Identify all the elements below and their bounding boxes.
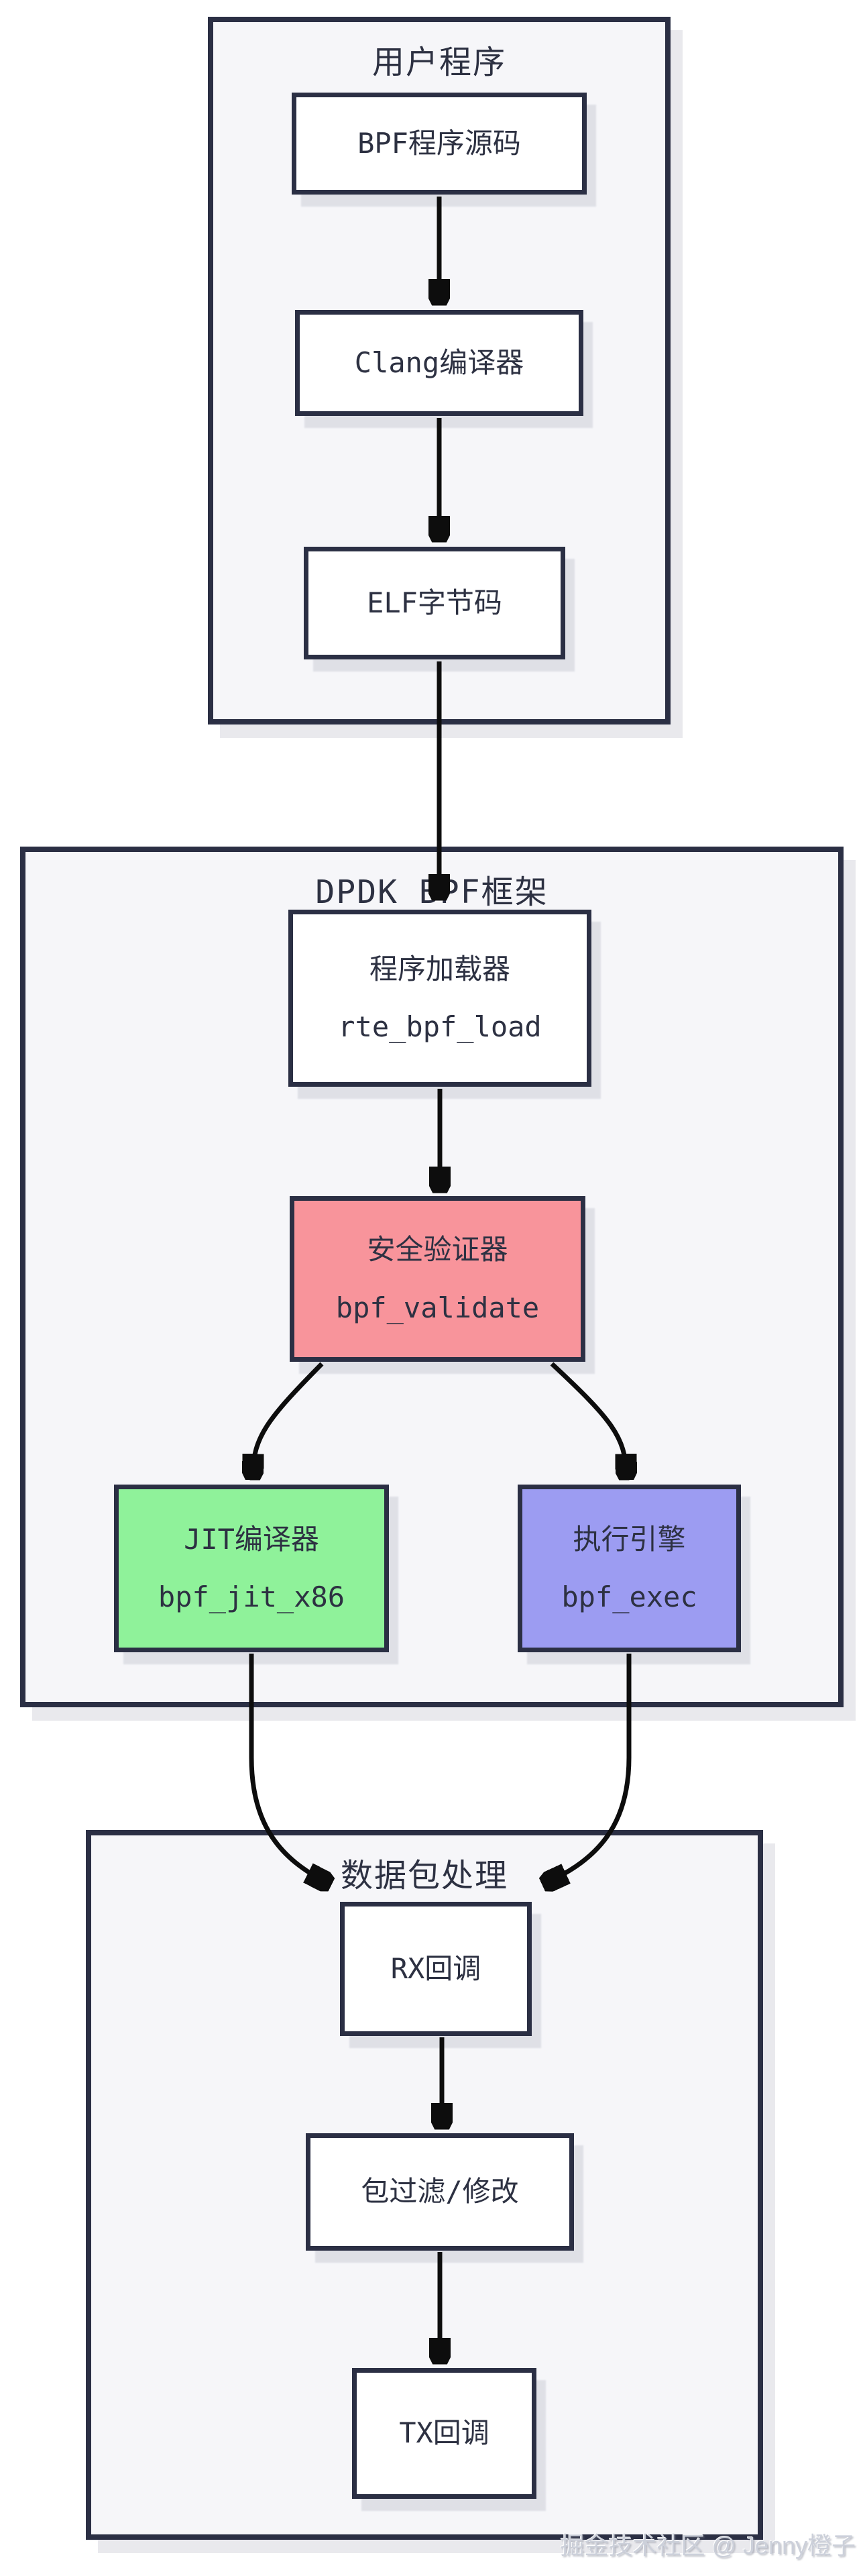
node-rx-callback: RX回调 (340, 1902, 532, 2036)
node-jit-compiler: JIT编译器 bpf_jit_x86 (114, 1485, 389, 1652)
section-title-dpdk-framework: DPDK BPF框架 (315, 873, 549, 911)
node-exec-engine-label: 执行引擎 (573, 1522, 686, 1556)
node-exec-engine-function: bpf_exec (561, 1580, 697, 1613)
node-bpf-source-label: BPF程序源码 (357, 126, 521, 160)
node-clang-compiler: Clang编译器 (295, 310, 583, 416)
node-tx-callback: TX回调 (352, 2368, 536, 2499)
node-security-validator: 安全验证器 bpf_validate (290, 1196, 585, 1362)
node-security-validator-label: 安全验证器 (367, 1233, 508, 1267)
section-title-packet-processing: 数据包处理 (340, 1857, 508, 1894)
node-jit-compiler-function: bpf_jit_x86 (158, 1580, 345, 1613)
node-tx-callback-label: TX回调 (399, 2416, 489, 2450)
node-jit-compiler-label: JIT编译器 (184, 1522, 319, 1556)
node-packet-filter: 包过滤/修改 (306, 2133, 574, 2251)
node-rx-callback-label: RX回调 (390, 1951, 481, 1985)
node-packet-filter-label: 包过滤/修改 (361, 2175, 519, 2208)
node-exec-engine: 执行引擎 bpf_exec (518, 1485, 741, 1652)
node-program-loader-function: rte_bpf_load (338, 1010, 542, 1043)
node-elf-bytecode: ELF字节码 (304, 547, 565, 659)
node-program-loader-label: 程序加载器 (369, 952, 510, 985)
node-elf-bytecode-label: ELF字节码 (367, 586, 502, 619)
node-security-validator-function: bpf_validate (335, 1291, 540, 1324)
node-bpf-source: BPF程序源码 (292, 93, 587, 195)
node-clang-compiler-label: Clang编译器 (354, 345, 524, 379)
watermark: 掘金技术社区 @ Jenny橙子 (560, 2532, 856, 2559)
section-title-user-program: 用户程序 (371, 44, 506, 81)
node-program-loader: 程序加载器 rte_bpf_load (288, 910, 591, 1087)
